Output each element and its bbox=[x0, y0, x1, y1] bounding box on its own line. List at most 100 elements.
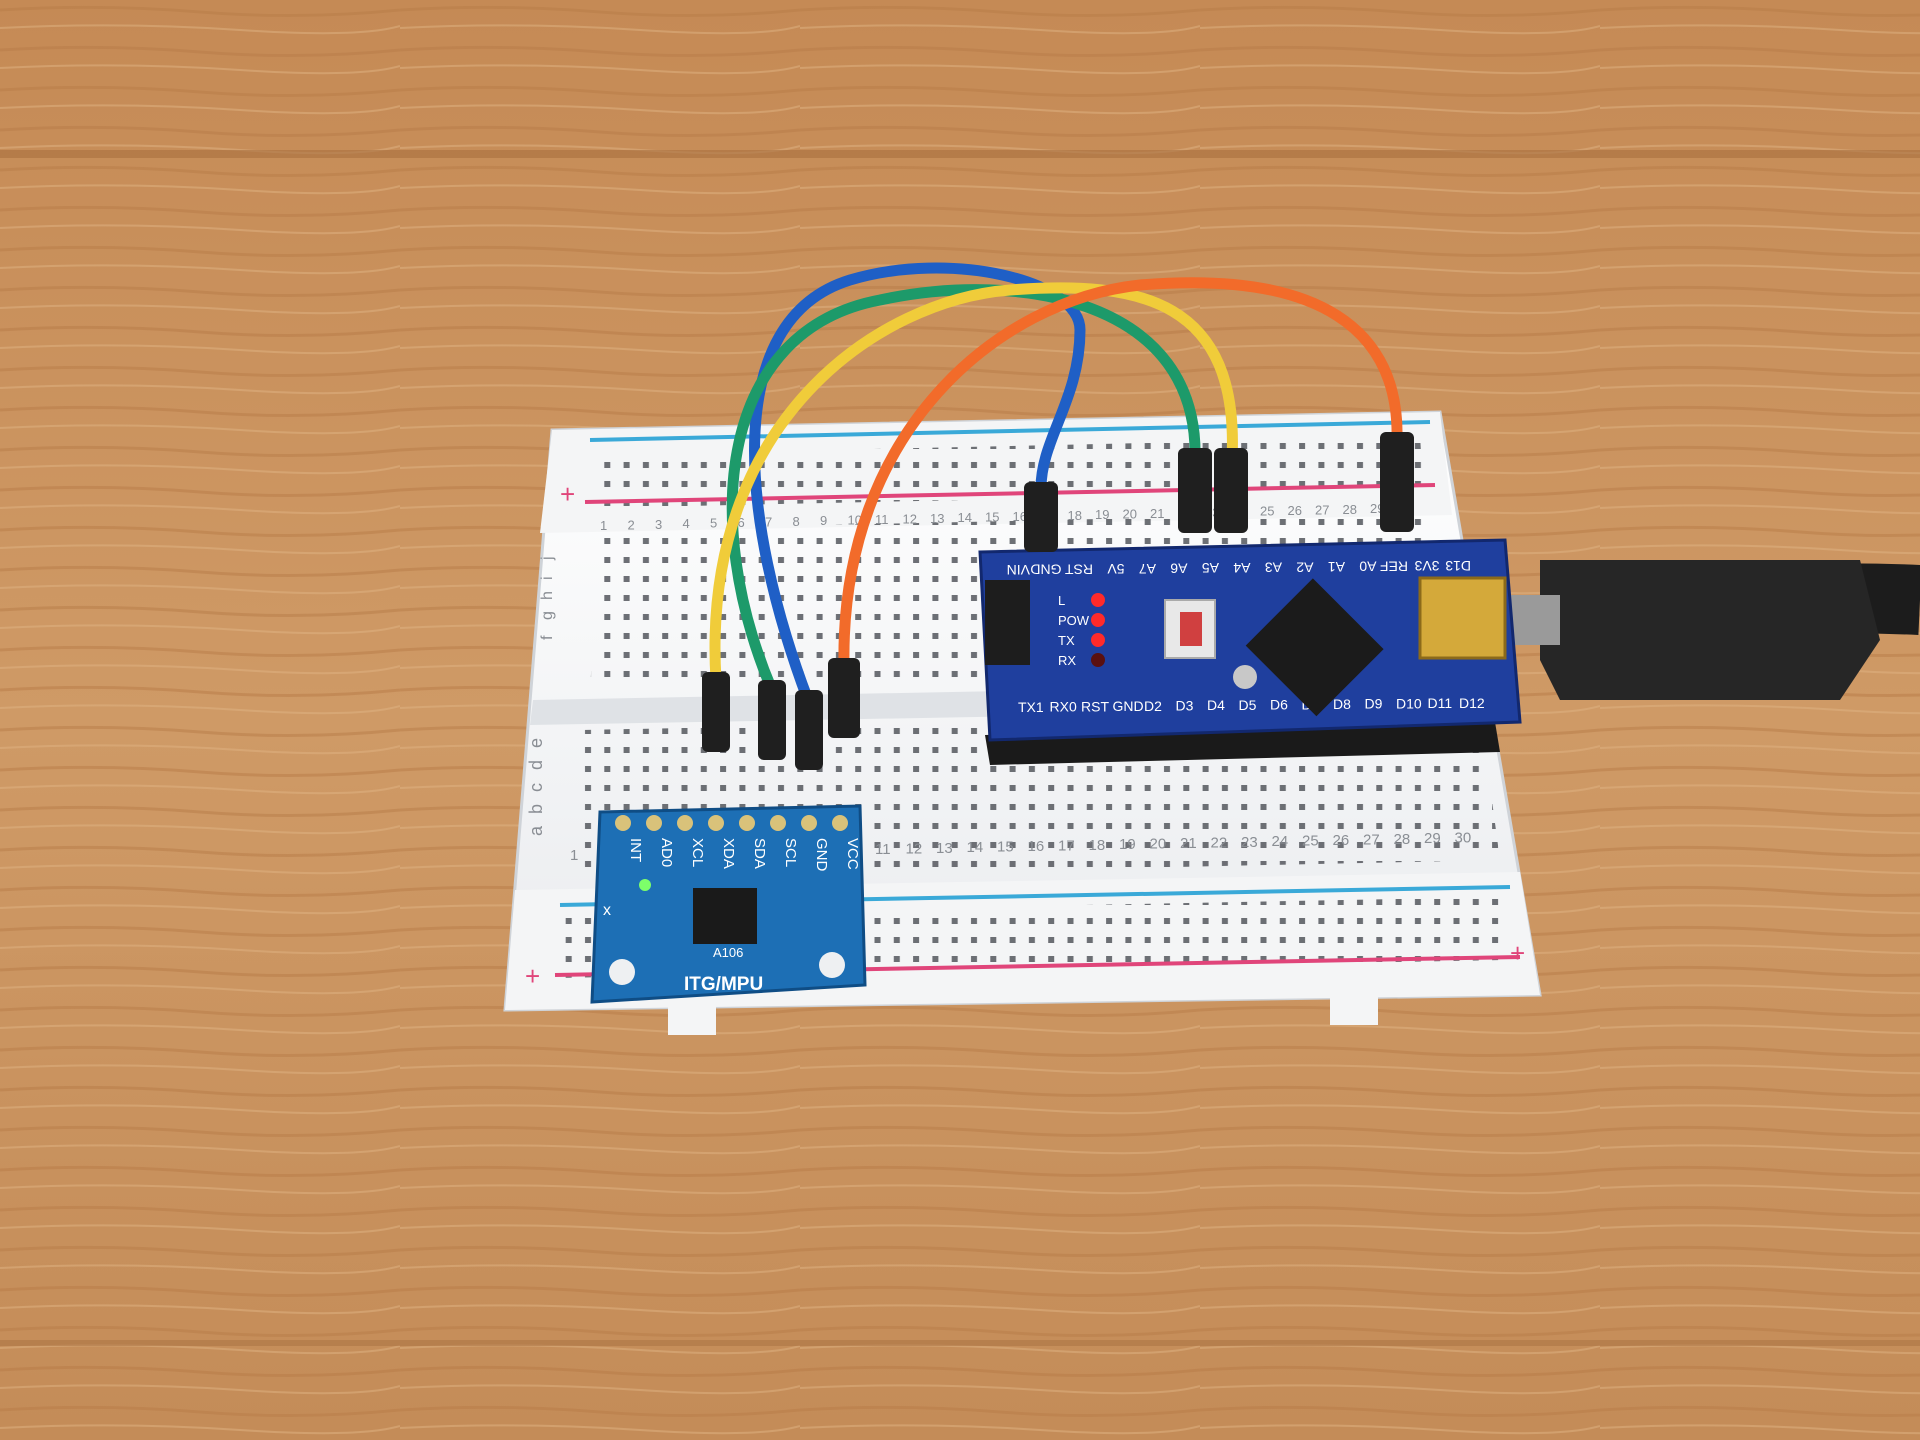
arduino-pin-label: RST bbox=[1065, 561, 1093, 577]
breadboard-column-number: 16 bbox=[1013, 509, 1027, 524]
breadboard-column-number: 29 bbox=[1424, 830, 1441, 847]
breadboard-row-letter: j bbox=[539, 556, 556, 561]
arduino-pin-label: A3 bbox=[1265, 560, 1282, 576]
arduino-pin-label: RX0 bbox=[1050, 699, 1077, 715]
breadboard-column-number: 28 bbox=[1343, 502, 1357, 517]
breadboard-column-number: 22 bbox=[1211, 834, 1228, 851]
breadboard-column-number: 14 bbox=[967, 839, 984, 856]
arduino-pin-label: TX1 bbox=[1018, 699, 1044, 715]
arduino-pin-label: D10 bbox=[1396, 695, 1422, 711]
breadboard-column-number: 26 bbox=[1288, 503, 1302, 518]
plug-orange-top bbox=[1380, 432, 1414, 532]
arduino-pin-label: A5 bbox=[1202, 560, 1219, 576]
breadboard-column-number: 12 bbox=[906, 840, 923, 857]
breadboard-column-number: 21 bbox=[1150, 506, 1164, 521]
sensor-pin-label: AD0 bbox=[658, 838, 675, 867]
breadboard-tab bbox=[668, 1005, 716, 1035]
breadboard-row-letter: b bbox=[526, 804, 546, 814]
breadboard-column-number: 3 bbox=[655, 517, 662, 532]
breadboard-column-number: 15 bbox=[985, 510, 999, 525]
breadboard-column-number: 7 bbox=[765, 514, 772, 529]
sensor-pin-hole bbox=[770, 815, 786, 831]
usb-cable bbox=[1500, 560, 1920, 700]
rail-plus-top: + bbox=[560, 479, 575, 509]
wire-orange bbox=[838, 277, 1403, 671]
rail-plus-bottom-left: + bbox=[525, 961, 540, 991]
sensor-pin-label: SDA bbox=[751, 838, 768, 869]
breadboard-column-number: 26 bbox=[1333, 832, 1350, 849]
arduino-led-label: L bbox=[1058, 593, 1065, 608]
sensor-pin-hole bbox=[646, 815, 662, 831]
breadboard-column-number: 19 bbox=[1119, 836, 1136, 853]
microcontroller-chip bbox=[1245, 578, 1384, 717]
arduino-pin-label: GND bbox=[1113, 698, 1144, 714]
plug-green-bottom bbox=[758, 680, 786, 760]
arduino-led bbox=[1091, 613, 1105, 627]
breadboard-column-number: 20 bbox=[1150, 836, 1167, 853]
mounting-hole-left bbox=[609, 959, 635, 985]
wire-plugs bbox=[702, 432, 1414, 770]
arduino-pin-label: 5V bbox=[1107, 561, 1125, 577]
mounting-hole-right bbox=[819, 952, 845, 978]
breadboard-column-number: 24 bbox=[1272, 833, 1289, 850]
breadboard-column-number: 13 bbox=[936, 840, 953, 857]
breadboard-column-number: 2 bbox=[628, 517, 635, 532]
breadboard-column-number: 16 bbox=[1028, 838, 1045, 855]
arduino-pin-label: A7 bbox=[1139, 561, 1156, 577]
sensor-pin-label: VCC bbox=[844, 838, 861, 870]
reset-button-cap bbox=[1180, 612, 1202, 646]
breadboard-column-number: 23 bbox=[1241, 834, 1258, 851]
breadboard-column-number: 11 bbox=[875, 841, 891, 858]
breadboard-row-letter: f bbox=[539, 635, 556, 640]
rail-line-blue-top bbox=[589, 420, 1431, 442]
breadboard-bottom-letters: e d c b a bbox=[526, 738, 546, 836]
breadboard-row-letter: e bbox=[526, 738, 546, 748]
arduino-pin-label: D9 bbox=[1365, 696, 1383, 712]
breadboard-row-letter: c bbox=[526, 783, 546, 792]
arduino-pin-label: A6 bbox=[1170, 561, 1187, 577]
sensor-pin-label: SCL bbox=[782, 838, 799, 867]
board-seam bbox=[0, 1340, 1920, 1346]
arduino-pin-label: D8 bbox=[1333, 696, 1351, 712]
arduino-pin-label: A0 bbox=[1359, 559, 1376, 575]
icsp-header bbox=[985, 580, 1030, 665]
plug-blue-top bbox=[1024, 482, 1058, 552]
chip-label: A106 bbox=[713, 945, 743, 960]
breadboard-column-number: 14 bbox=[958, 510, 972, 525]
breadboard-column-number: 27 bbox=[1363, 831, 1380, 848]
arduino-pin-label: RST bbox=[1081, 698, 1109, 714]
breadboard-column-number: 15 bbox=[997, 839, 1014, 856]
arduino-led-label: TX bbox=[1058, 633, 1075, 648]
breadboard-column-number: 1 bbox=[600, 518, 607, 533]
breadboard-column-number: 5 bbox=[710, 516, 717, 531]
breadboard-column-number: 17 bbox=[1058, 837, 1075, 854]
sensor-power-led bbox=[639, 879, 651, 891]
sensor-pin-hole bbox=[708, 815, 724, 831]
board-seam bbox=[0, 150, 1920, 158]
sensor-pin-hole bbox=[739, 815, 755, 831]
breadboard-column-number: 25 bbox=[1302, 833, 1319, 850]
sensor-pin-label: XCL bbox=[689, 838, 706, 867]
breadboard-row-letter: d bbox=[526, 760, 546, 770]
usb-plug bbox=[1540, 560, 1880, 700]
breadboard-column-number: 6 bbox=[738, 515, 745, 530]
breadboard-row-letter: a bbox=[526, 825, 546, 836]
jumper-wires bbox=[709, 262, 1403, 706]
breadboard-column-number: 27 bbox=[1315, 502, 1329, 517]
wire-yellow bbox=[709, 282, 1238, 686]
breadboard-column-number: 4 bbox=[683, 516, 690, 531]
crystal bbox=[1233, 665, 1257, 689]
breadboard-row-letter: g bbox=[539, 611, 556, 620]
arduino-pin-label: A4 bbox=[1233, 560, 1250, 576]
plug-orange-bottom bbox=[828, 658, 860, 738]
arduino-pin-label: D2 bbox=[1144, 698, 1162, 714]
arduino-pin-label: D5 bbox=[1239, 697, 1257, 713]
axis-x-label: x bbox=[603, 902, 611, 919]
breadboard-column-number: 25 bbox=[1260, 504, 1274, 519]
rail-plus-bottom-right: + bbox=[1510, 938, 1525, 968]
arduino-pin-label: D12 bbox=[1459, 695, 1485, 711]
breadboard-column-number: 21 bbox=[1180, 835, 1197, 852]
